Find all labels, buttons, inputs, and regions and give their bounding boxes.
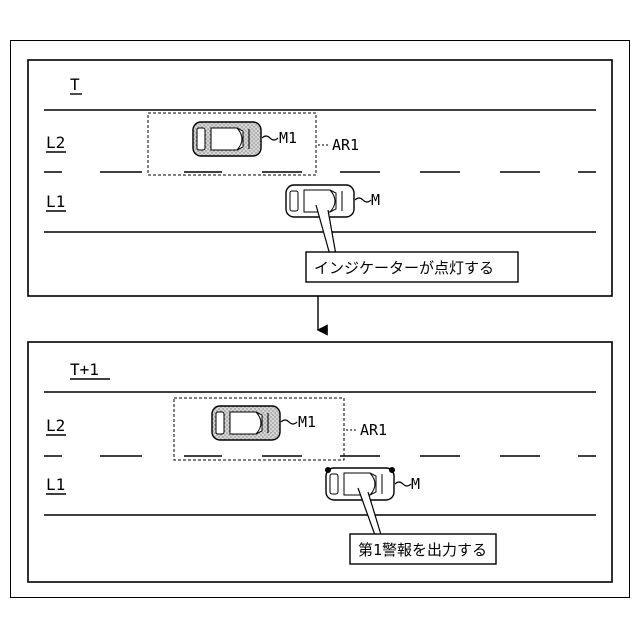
panel-t-plus-1-border <box>28 342 612 582</box>
lane-label-l1: L1 <box>46 192 65 211</box>
other-vehicle-label: M1 <box>298 413 316 431</box>
indicator-lamp-icon <box>389 467 395 473</box>
panel-t-plus-1: T+1 L2 L1 AR1 M1 <box>28 342 612 582</box>
callout-text: インジケーターが点灯する <box>314 259 494 277</box>
indicator-lamp-icon <box>325 467 331 473</box>
area-ar1-label: AR1 <box>360 421 387 439</box>
own-vehicle-label: M <box>411 475 420 493</box>
callout-text: 第1警報を出力する <box>358 541 487 559</box>
lane-label-l1: L1 <box>46 475 65 494</box>
other-vehicle-m1 <box>193 122 261 156</box>
other-vehicle-m1 <box>212 406 280 440</box>
area-ar1-label: AR1 <box>332 136 359 154</box>
panel-t: T L2 L1 AR1 <box>28 60 612 296</box>
time-label: T <box>70 75 80 94</box>
other-vehicle-label: M1 <box>279 129 297 147</box>
own-vehicle-label: M <box>371 191 380 209</box>
lane-label-l2: L2 <box>46 416 65 435</box>
lane-label-l2: L2 <box>46 133 65 152</box>
time-label: T+1 <box>70 360 99 379</box>
